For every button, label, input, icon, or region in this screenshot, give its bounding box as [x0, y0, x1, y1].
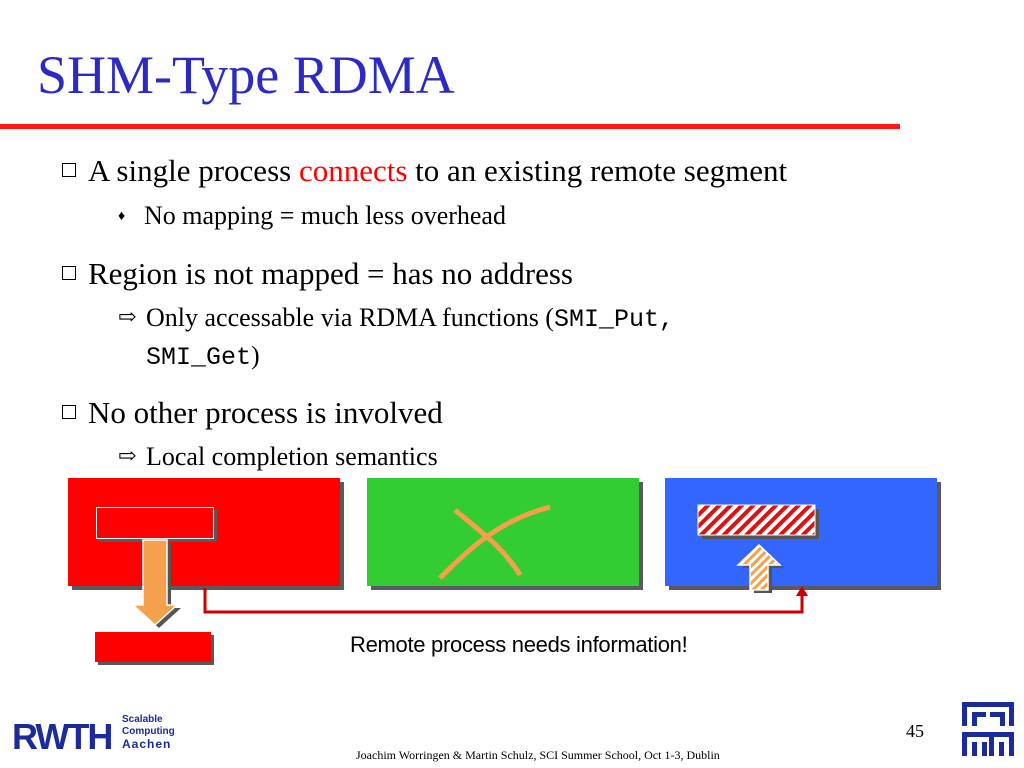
down-arrow-icon [131, 539, 181, 628]
arrow-bullet-icon: ⇨ [118, 304, 137, 329]
bullet-1-sub: ♦ No mapping = much less overhead [118, 200, 506, 231]
bullet-2-sub-cont: SMI_Get) [146, 340, 260, 373]
bullet-2-text: Region is not mapped = has no address [88, 256, 573, 291]
connector-line [203, 588, 804, 614]
cross-icon [438, 504, 551, 580]
checkbox-bullet-icon [62, 405, 76, 419]
slide-title: SHM-Type RDMA [37, 45, 455, 105]
remote-buffer-hatched [697, 504, 819, 539]
bullet-1: A single process connects to an existing… [62, 153, 788, 188]
arrow-bullet-icon: ⇨ [118, 443, 137, 468]
code-close-paren: ) [251, 341, 260, 370]
bullet-2-sub: ⇨ Only accessable via RDMA functions (SMI… [118, 302, 674, 335]
bullet-2-sub-text: Only accessable via RDMA functions ( [146, 303, 554, 332]
checkbox-bullet-icon [62, 163, 76, 177]
page-number: 45 [906, 721, 924, 741]
code-comma: , [659, 305, 675, 334]
bullet-2: Region is not mapped = has no address [62, 256, 573, 291]
logo-line-3: Aachen [122, 737, 172, 751]
local-buffer [96, 507, 214, 539]
rwth-logo: RWTH Scalable Computing Aachen [12, 714, 182, 757]
footer-credits: Joachim Worringen & Martin Schulz, SCI S… [356, 748, 720, 762]
bullet-3-text: No other process is involved [88, 395, 443, 430]
logo-line-2: Computing [122, 726, 175, 737]
connector-arrowhead-icon [796, 586, 808, 596]
diagram-caption: Remote process needs information! [350, 632, 688, 657]
bullet-1-highlight: connects [298, 153, 408, 188]
bullet-3: No other process is involved [62, 395, 443, 430]
target-buffer [95, 632, 211, 662]
rwth-logo-subtitle: Scalable Computing Aachen [122, 714, 175, 750]
bullet-1-text-post: to an existing remote segment [407, 153, 788, 188]
diamond-bullet-icon: ♦ [118, 209, 126, 224]
bullet-3-sub: ⇨ Local completion semantics [118, 441, 438, 472]
rwth-logo-text: RWTH [12, 716, 113, 757]
bullet-1-text-pre: A single process [88, 153, 299, 188]
title-underline [0, 124, 900, 129]
code-smi-put: SMI_Put [553, 305, 659, 334]
code-smi-get: SMI_Get [146, 343, 252, 372]
tum-logo [962, 702, 1014, 756]
logo-line-1: Scalable [122, 714, 163, 725]
other-process-box [367, 478, 639, 586]
bullet-3-sub-text: Local completion semantics [146, 442, 438, 471]
up-arrow-icon [736, 543, 784, 593]
bullet-1-sub-text: No mapping = much less overhead [144, 201, 506, 230]
checkbox-bullet-icon [62, 266, 76, 280]
